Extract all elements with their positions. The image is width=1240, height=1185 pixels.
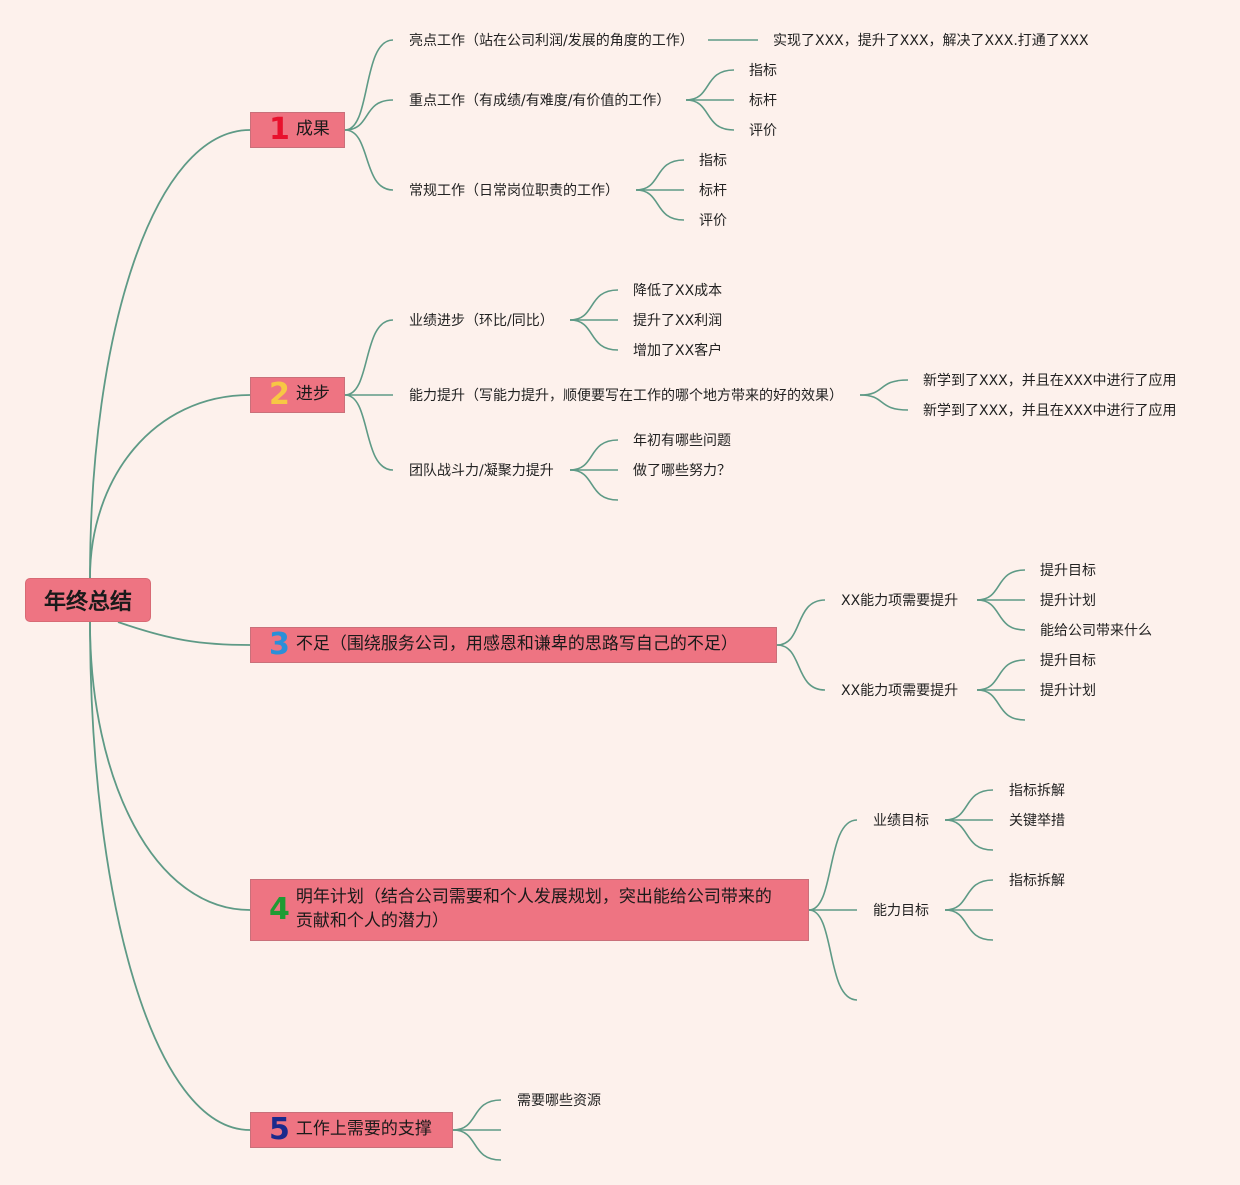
- skill-gap-item-node[interactable]: 能给公司带来什么: [1039, 621, 1153, 641]
- topic-3-branch: [776, 644, 826, 691]
- ability-goal-branch: [944, 909, 994, 941]
- performance-goal-item-node[interactable]: 指标拆解: [1008, 781, 1066, 801]
- topic-number-1: 1: [269, 112, 290, 147]
- performance-item-node[interactable]: 提升了XX利润: [632, 311, 724, 331]
- topic-1-branch: [344, 129, 394, 191]
- topic-label: 进步: [295, 384, 330, 405]
- skill-gap-node-a[interactable]: XX能力项需要提升: [840, 591, 960, 611]
- routine-work-node[interactable]: 常规工作（日常岗位职责的工作）: [408, 181, 620, 201]
- skill-gap-item-node[interactable]: 提升目标: [1039, 561, 1097, 581]
- root-to-topic-5: [89, 621, 251, 1131]
- topic-1-branch: [344, 99, 394, 131]
- team-improvement-node[interactable]: 团队战斗力/凝聚力提升: [408, 461, 555, 481]
- team-item-node[interactable]: 年初有哪些问题: [632, 431, 732, 451]
- root-to-topic-3: [117, 621, 251, 646]
- performance-goal-branch: [944, 819, 994, 851]
- ability-goal-node[interactable]: 能力目标: [872, 901, 930, 921]
- performance-branch: [569, 319, 619, 351]
- highlight-work-node[interactable]: 亮点工作（站在公司利润/发展的角度的工作）: [408, 31, 695, 51]
- resources-node[interactable]: 需要哪些资源: [516, 1091, 602, 1111]
- topic-4-branch: [808, 909, 858, 1001]
- topic-support-needed[interactable]: 5 工作上需要的支撑: [250, 1112, 453, 1148]
- key-item-node[interactable]: 指标: [748, 61, 778, 81]
- skill-gap-a-branch: [976, 569, 1026, 601]
- ability-item-node[interactable]: 新学到了XXX，并且在XXX中进行了应用: [922, 401, 1178, 421]
- performance-progress-node[interactable]: 业绩进步（环比/同比）: [408, 311, 555, 331]
- topic-number-4: 4: [269, 892, 290, 927]
- team-branch: [569, 439, 619, 471]
- routine-work-branch: [635, 189, 685, 221]
- key-item-node[interactable]: 评价: [748, 121, 778, 141]
- topic-label: 不足（围绕服务公司，用感恩和谦卑的思路写自己的不足）: [295, 634, 738, 655]
- key-item-node[interactable]: 标杆: [748, 91, 778, 111]
- topic-number-5: 5: [269, 1112, 290, 1147]
- ability-item-node[interactable]: 新学到了XXX，并且在XXX中进行了应用: [922, 371, 1178, 391]
- team-item-node[interactable]: 做了哪些努力？: [632, 461, 732, 481]
- topic-2-branch: [344, 319, 394, 396]
- topic-number-2: 2: [269, 377, 290, 412]
- skill-gap-item-node[interactable]: 提升计划: [1039, 681, 1097, 701]
- ability-goal-item-node[interactable]: 指标拆解: [1008, 871, 1066, 891]
- skill-gap-b-branch: [976, 689, 1026, 721]
- routine-work-branch: [635, 159, 685, 191]
- topic-achievements[interactable]: 1 成果: [250, 112, 345, 148]
- performance-goal-branch: [944, 789, 994, 821]
- topic-label: 工作上需要的支撑: [295, 1119, 432, 1140]
- performance-goal-item-node[interactable]: 关键举措: [1008, 811, 1066, 831]
- key-work-branch: [685, 99, 735, 131]
- performance-goal-node[interactable]: 业绩目标: [872, 811, 930, 831]
- routine-item-node[interactable]: 评价: [698, 211, 728, 231]
- root-to-topic-1: [89, 129, 251, 579]
- skill-gap-item-node[interactable]: 提升目标: [1039, 651, 1097, 671]
- topic-next-year-plan[interactable]: 4 明年计划（结合公司需要和个人发展规划，突出能给公司带来的贡献和个人的潜力）: [250, 879, 809, 941]
- performance-branch: [569, 289, 619, 321]
- topic-5-branch: [452, 1099, 502, 1131]
- ability-branch: [859, 394, 909, 411]
- ability-goal-branch: [944, 879, 994, 911]
- topic-4-branch: [808, 819, 858, 911]
- skill-gap-item-node[interactable]: 提升计划: [1039, 591, 1097, 611]
- topic-label: 成果: [295, 119, 330, 140]
- ability-branch: [859, 379, 909, 396]
- topic-5-branch: [452, 1129, 502, 1161]
- root-node[interactable]: 年终总结: [25, 578, 151, 622]
- root-label: 年终总结: [43, 590, 132, 615]
- topic-label: 明年计划（结合公司需要和个人发展规划，突出能给公司带来的贡献和个人的潜力）: [295, 887, 772, 931]
- routine-item-node[interactable]: 指标: [698, 151, 728, 171]
- performance-item-node[interactable]: 增加了XX客户: [632, 341, 724, 361]
- team-branch: [569, 469, 619, 501]
- topic-1-branch: [344, 39, 394, 131]
- skill-gap-b-branch: [976, 659, 1026, 691]
- topic-shortcomings[interactable]: 3 不足（围绕服务公司，用感恩和谦卑的思路写自己的不足）: [250, 627, 777, 663]
- ability-improvement-node[interactable]: 能力提升（写能力提升，顺便要写在工作的哪个地方带来的好的效果）: [408, 386, 844, 406]
- topic-2-branch: [344, 394, 394, 471]
- highlight-detail-node[interactable]: 实现了XXX，提升了XXX，解决了XXX.打通了XXX: [772, 31, 1090, 51]
- root-to-topic-2: [89, 394, 251, 579]
- skill-gap-node-b[interactable]: XX能力项需要提升: [840, 681, 960, 701]
- key-work-node[interactable]: 重点工作（有成绩/有难度/有价值的工作）: [408, 91, 672, 111]
- topic-number-3: 3: [269, 627, 290, 662]
- performance-item-node[interactable]: 降低了XX成本: [632, 281, 724, 301]
- routine-item-node[interactable]: 标杆: [698, 181, 728, 201]
- root-to-topic-4: [89, 621, 251, 911]
- skill-gap-a-branch: [976, 599, 1026, 631]
- key-work-branch: [685, 69, 735, 101]
- topic-3-branch: [776, 599, 826, 646]
- topic-progress[interactable]: 2 进步: [250, 377, 345, 413]
